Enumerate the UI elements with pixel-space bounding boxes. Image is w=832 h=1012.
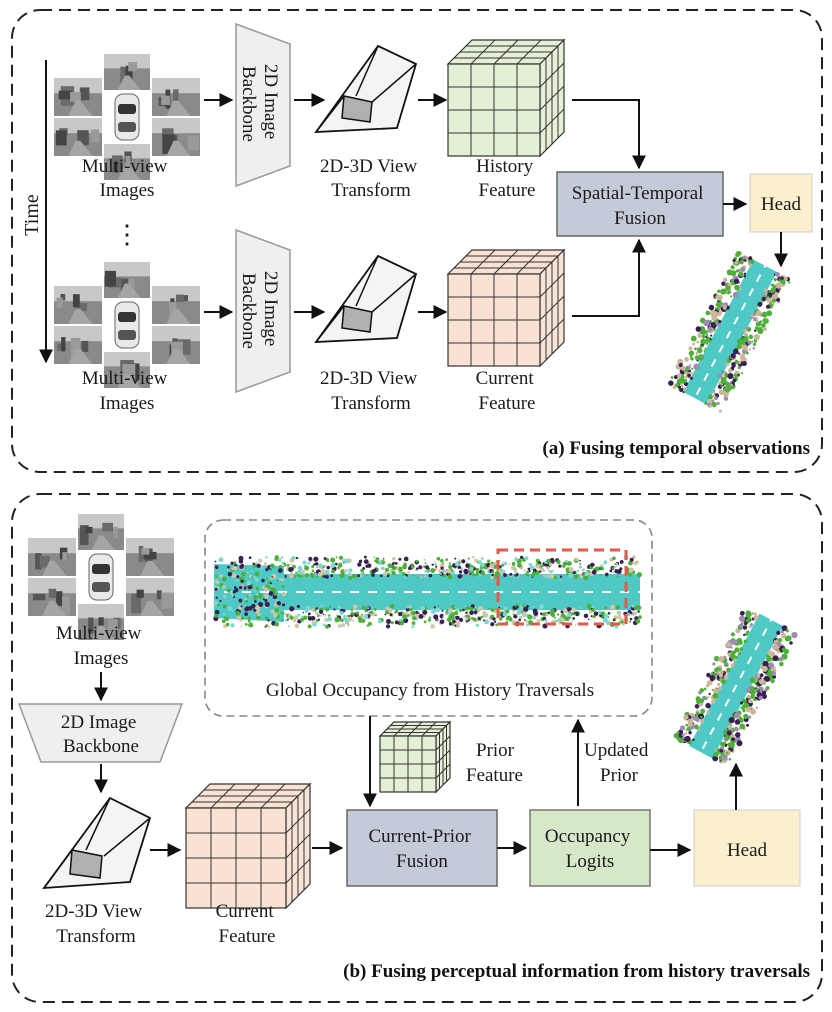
- camera-view-image: [104, 262, 150, 298]
- arrow-history-to-fusion: [572, 99, 646, 170]
- global-occupancy-label: Global Occupancy from History Traversals: [266, 680, 594, 701]
- camera-view-image: [152, 326, 200, 364]
- camera-view-image: [126, 538, 174, 576]
- camera-view-image: [152, 78, 200, 116]
- b-current-feature-label: Current Feature: [216, 901, 279, 947]
- occupancy-output-b: [673, 610, 798, 764]
- b-view-transform-frustum: [42, 796, 152, 890]
- bottom-view-transform-frustum: [314, 254, 418, 343]
- camera-view-image: [78, 604, 124, 640]
- camera-view-image: [28, 578, 76, 616]
- history-feature-cube: [446, 38, 566, 158]
- head-box-b: [693, 809, 801, 887]
- camera-view-image: [126, 578, 174, 616]
- current-prior-fusion-label: Current-Prior Fusion: [368, 826, 475, 872]
- highlight-region: [496, 548, 628, 626]
- multi-view-images-top: [54, 54, 200, 180]
- camera-view-image: [28, 538, 76, 576]
- camera-view-image: [152, 118, 200, 156]
- head-label-a: Head: [761, 194, 802, 215]
- current-prior-fusion-box: [346, 809, 498, 887]
- bottom-backbone-trapezoid: [235, 228, 291, 394]
- arrow-current-to-fusion: [572, 238, 646, 317]
- panel-a: Time Multi-view Images ⋮ Multi-view Imag…: [11, 9, 823, 473]
- current-feature-cube-b: [184, 782, 312, 910]
- top-transform-label: 2D-3D View Transform: [320, 156, 422, 201]
- prior-feature-label: Prior Feature: [466, 740, 523, 786]
- ego-car-icon: [88, 553, 114, 601]
- top-backbone-trapezoid: [235, 22, 291, 188]
- occupancy-logits-label: Occupancy Logits: [545, 826, 635, 872]
- camera-view-image: [152, 286, 200, 324]
- b-backbone-label: 2D Image Backbone: [61, 712, 141, 757]
- ellipsis: ⋮: [114, 220, 140, 249]
- top-backbone-label: 2D Image Backbone: [238, 64, 281, 144]
- ego-car-icon: [114, 93, 140, 141]
- top-view-transform-frustum: [314, 44, 418, 133]
- multi-view-images-bottom: [54, 262, 200, 388]
- bottom-backbone-label: 2D Image Backbone: [238, 271, 281, 351]
- camera-view-image: [78, 514, 124, 550]
- camera-view-image: [104, 352, 150, 388]
- camera-view-image: [104, 144, 150, 180]
- global-occupancy-box: [204, 519, 653, 717]
- bottom-images-label: Multi-view Images: [82, 368, 172, 414]
- current-feature-label-a: Current Feature: [476, 368, 539, 414]
- panel-b: Multi-view Images 2D Image Backbone 2D-3…: [11, 493, 823, 1003]
- camera-view-image: [54, 118, 102, 156]
- spatial-temporal-fusion-box: [556, 171, 724, 237]
- b-transform-label: 2D-3D View Transform: [45, 901, 147, 947]
- panel-b-caption: (b) Fusing perceptual information from h…: [343, 961, 810, 982]
- spatial-temporal-fusion-label: Spatial-Temporal Fusion: [572, 183, 708, 229]
- panel-a-frame: [11, 9, 823, 473]
- camera-view-image: [54, 286, 102, 324]
- prior-feature-cube: [378, 720, 452, 794]
- history-feature-label: History Feature: [476, 156, 538, 201]
- camera-view-image: [104, 54, 150, 90]
- panel-a-caption: (a) Fusing temporal observations: [542, 438, 810, 459]
- head-label-b: Head: [727, 840, 768, 861]
- time-label: Time: [21, 194, 43, 236]
- multi-view-images-b: [28, 514, 174, 640]
- occupancy-output-a: [668, 250, 791, 413]
- ego-car-icon: [114, 301, 140, 349]
- current-feature-cube-a: [446, 248, 566, 368]
- head-box-a: [749, 173, 813, 233]
- updated-prior-label: Updated Prior: [584, 740, 653, 786]
- camera-view-image: [54, 78, 102, 116]
- camera-view-image: [54, 326, 102, 364]
- global-occupancy-map: [213, 554, 647, 629]
- occupancy-logits-box: [529, 809, 651, 887]
- b-images-label: Multi-view Images: [56, 623, 146, 669]
- b-backbone-trapezoid: [17, 703, 184, 763]
- top-images-label: Multi-view Images: [82, 156, 172, 201]
- bottom-transform-label: 2D-3D View Transform: [320, 368, 422, 414]
